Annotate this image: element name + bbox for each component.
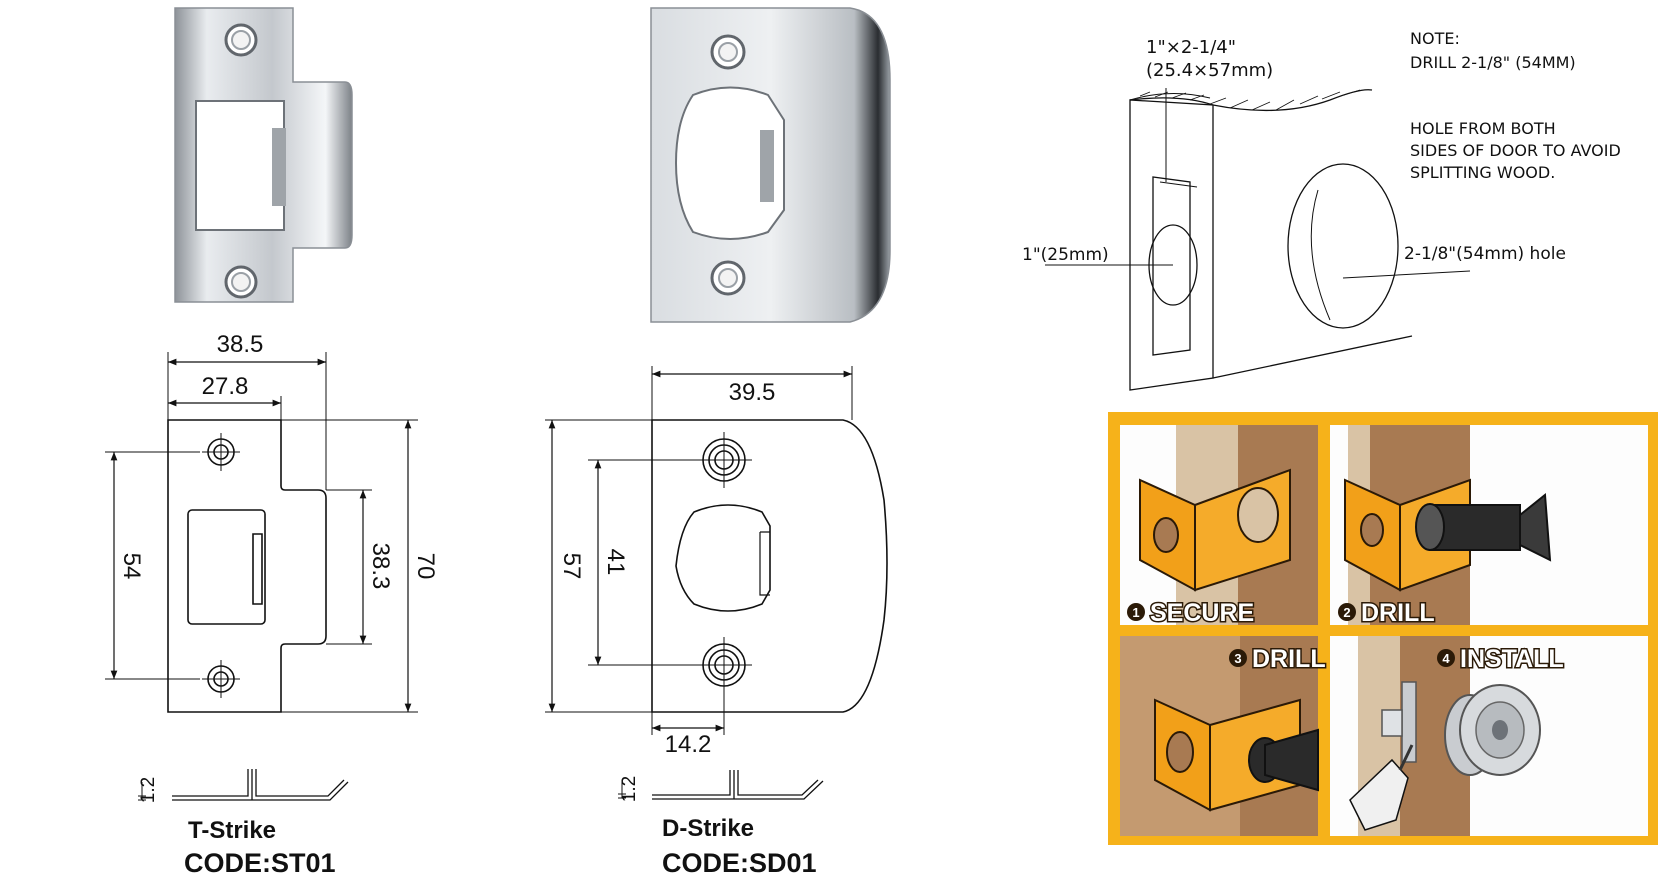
note-line: HOLE FROM BOTH — [1410, 119, 1556, 138]
step-drill-panel: 3 DRILL — [1120, 636, 1327, 836]
step-number: 2 — [1343, 605, 1350, 620]
step-install-panel: 4 INSTALL — [1330, 636, 1648, 836]
t-lip-height: 38.3 — [367, 543, 394, 590]
step-label: DRILL — [1252, 645, 1326, 673]
d-width: 39.5 — [729, 379, 776, 406]
step-number-badge: 3 — [1229, 649, 1247, 667]
step-number: 4 — [1442, 651, 1450, 666]
note-line: SPLITTING WOOD. — [1410, 163, 1555, 182]
step-number-badge: 4 — [1437, 649, 1455, 667]
step-drill-panel: 2 DRILL — [1330, 425, 1648, 629]
t-hole-spacing: 54 — [118, 553, 145, 580]
step-number-badge: 2 — [1338, 603, 1356, 621]
t-overall-width: 38.5 — [217, 331, 264, 358]
edge-bore-size-mm: (25.4×57mm) — [1146, 60, 1273, 81]
d-strike-code: CODE:SD01 — [662, 848, 817, 878]
d-thickness: 1.2 — [619, 776, 640, 802]
edge-bore-size: 1"×2-1/4" — [1146, 37, 1236, 58]
d-strike-drawing — [545, 366, 888, 800]
step-label: DRILL — [1361, 599, 1435, 627]
step-secure-panel: 1 SECURE — [1120, 425, 1318, 629]
install-steps-panel: 1 SECURE 2 DRILL — [1108, 412, 1658, 845]
step-number-badge: 1 — [1127, 603, 1145, 621]
t-strike-photo — [163, 5, 353, 310]
t-strike-drawing — [105, 352, 418, 801]
note-line: SIDES OF DOOR TO AVOID — [1410, 141, 1621, 160]
t-thickness: 1.2 — [138, 777, 159, 803]
t-height: 70 — [412, 553, 439, 580]
step-label: SECURE — [1150, 599, 1254, 627]
step-label: INSTALL — [1460, 645, 1564, 673]
d-hole-offset: 14.2 — [665, 731, 712, 758]
edge-hole-label: 1"(25mm) — [1022, 245, 1109, 265]
d-height: 57 — [558, 553, 585, 580]
drilling-note: NOTE: DRILL 2-1/8" (54MM) HOLE FROM BOTH… — [1410, 29, 1621, 182]
d-strike-name: D-Strike — [662, 815, 754, 842]
face-hole-label: 2-1/8"(54mm) hole — [1404, 244, 1566, 264]
t-strike-name: T-Strike — [188, 817, 276, 844]
note-line: NOTE: — [1410, 29, 1460, 48]
t-strike-code: CODE:ST01 — [184, 848, 336, 878]
d-hole-spacing: 41 — [602, 549, 629, 576]
step-number: 3 — [1234, 651, 1241, 666]
t-plate-width: 27.8 — [202, 373, 249, 400]
door-boring-diagram — [1045, 88, 1471, 391]
d-strike-photo — [650, 7, 891, 323]
step-number: 1 — [1132, 605, 1139, 620]
note-line: DRILL 2-1/8" (54MM) — [1410, 53, 1576, 72]
